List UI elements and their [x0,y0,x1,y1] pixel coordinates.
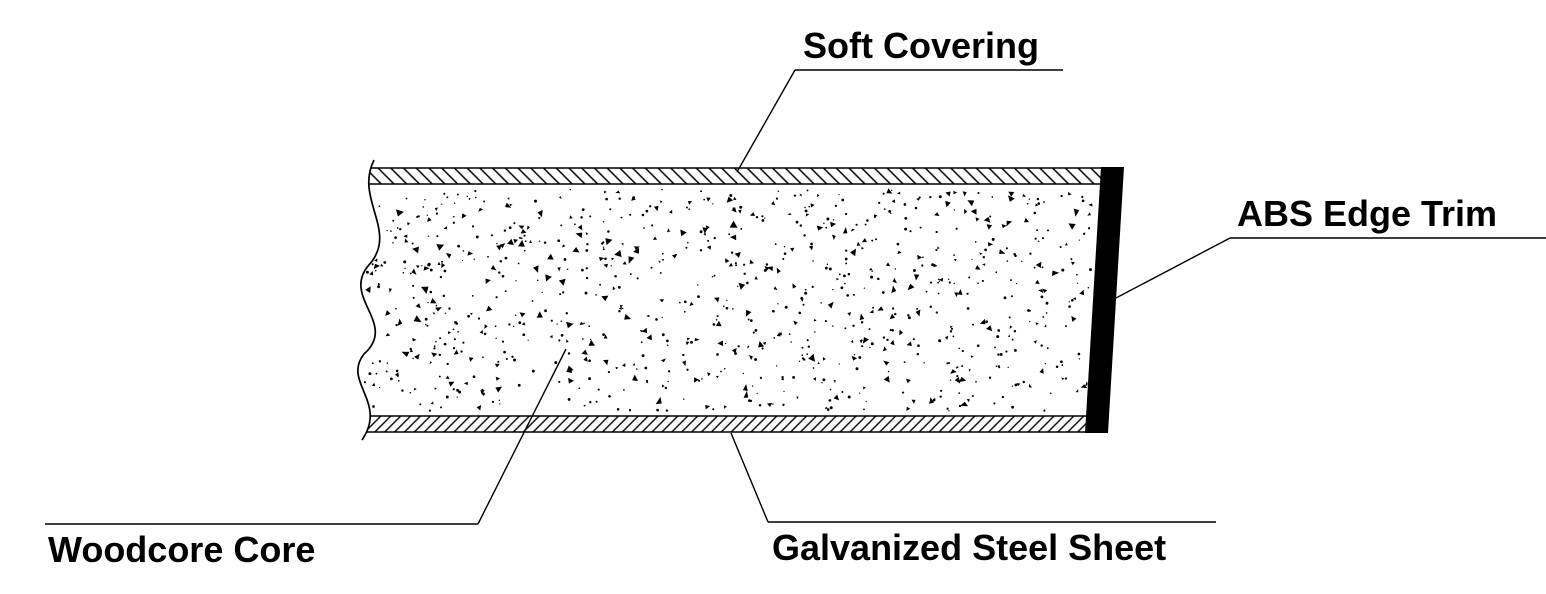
leader-line-abs-edge-trim [1115,237,1546,299]
break-mask [296,158,380,442]
leader-line-woodcore-core [45,348,567,525]
break-line [357,159,381,441]
abs-edge-trim-layer [1085,167,1124,433]
leader-line-galvanized-steel-sheet [730,432,1216,523]
leader-line-soft-covering [736,69,1063,173]
label-abs-edge-trim: ABS Edge Trim [1237,193,1497,234]
soft-covering-layer [339,167,1111,185]
core-stipple-texture [348,188,1097,412]
label-soft-covering: Soft Covering [803,25,1039,66]
label-woodcore-core: Woodcore Core [48,529,315,570]
galvanized-steel-sheet-layer [339,415,1101,433]
label-galvanized-steel-sheet: Galvanized Steel Sheet [772,527,1166,568]
